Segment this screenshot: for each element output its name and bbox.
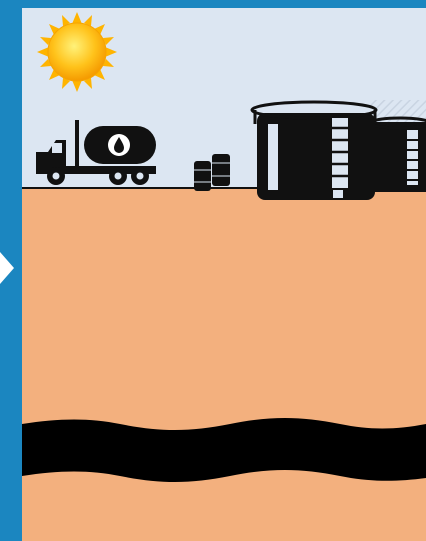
oil-layer [22,418,426,482]
oil-barrels-icon [194,154,230,191]
storage-tank-icon [252,102,426,200]
oil-drop-icon [108,134,130,156]
tanker-truck-icon [36,120,156,185]
sun-icon [37,12,117,92]
